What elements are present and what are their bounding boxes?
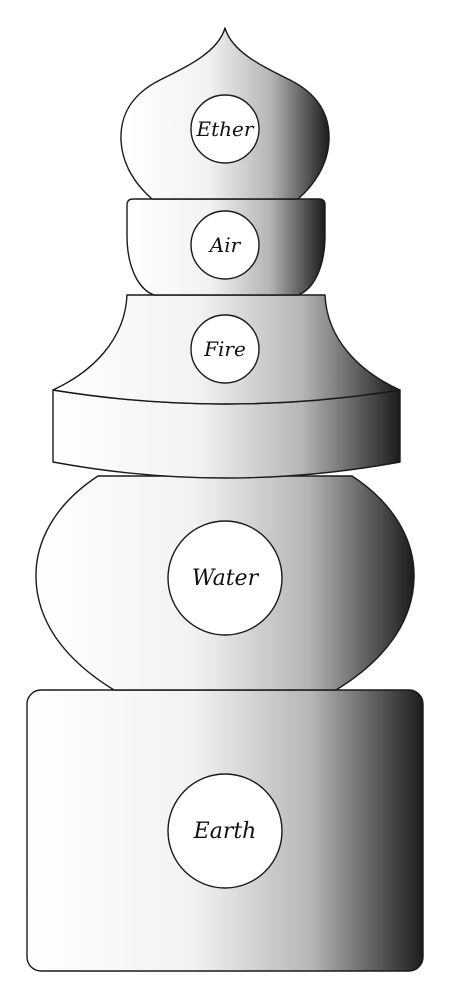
air-tier: Air <box>126 198 326 296</box>
ether-tier: Ether <box>120 27 330 200</box>
earth-label-circle <box>167 773 283 889</box>
ether-label-circle <box>190 94 260 164</box>
air-label-circle <box>190 210 260 280</box>
air-label: Air <box>208 233 242 257</box>
ether-label: Ether <box>196 117 255 141</box>
earth-tier: Earth <box>26 689 424 972</box>
water-tier: Water <box>35 475 415 691</box>
water-label-circle <box>167 520 283 636</box>
water-label: Water <box>192 566 260 591</box>
fire-label: Fire <box>203 337 246 361</box>
fire-label-circle <box>190 314 260 384</box>
earth-label: Earth <box>193 819 257 844</box>
fire-tier: Fire <box>52 294 401 479</box>
